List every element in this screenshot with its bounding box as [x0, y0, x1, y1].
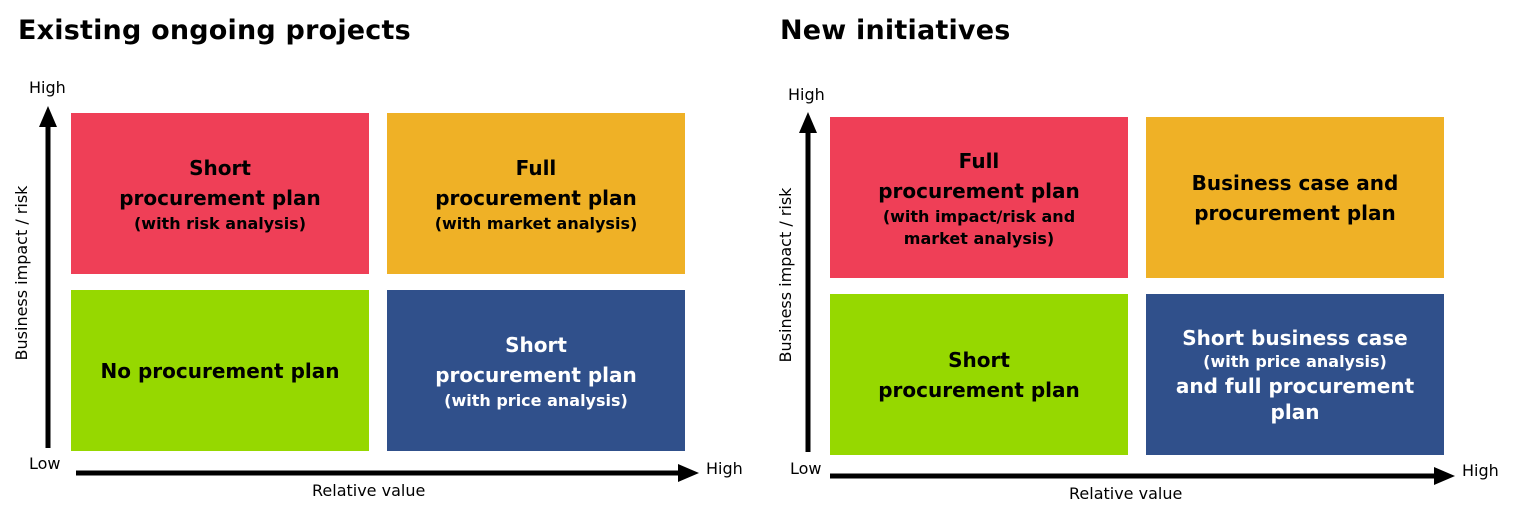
- quadrant-sub-text: (with market analysis): [434, 213, 638, 233]
- x-axis-arrowhead: [678, 464, 699, 482]
- y-low-label: Low: [29, 454, 61, 473]
- quadrant-main-text: Business case and procurement plan: [1191, 170, 1399, 225]
- quadrant-main-text: Short business case: [1182, 325, 1408, 350]
- quadrant-bottom-right: Short business case (with price analysis…: [1146, 294, 1444, 455]
- quadrant-top-right: Full procurement plan (with market analy…: [387, 113, 685, 274]
- quadrant-bottom-left: No procurement plan: [71, 290, 369, 451]
- quadrant-main-text: Short procurement plan: [878, 347, 1080, 402]
- x-high-label: High: [1462, 461, 1499, 480]
- quadrant-main-text: No procurement plan: [100, 358, 340, 383]
- y-high-label: High: [788, 85, 825, 104]
- panel-title: Existing ongoing projects: [18, 15, 411, 46]
- y-high-label: High: [29, 78, 66, 97]
- quadrant-top-left: Full procurement plan (with impact/risk …: [830, 117, 1128, 278]
- x-axis-arrowhead: [1434, 467, 1455, 485]
- y-axis-arrowhead: [39, 106, 57, 127]
- quadrant-main-text: Full procurement plan: [435, 155, 637, 210]
- quadrant-top-right: Business case and procurement plan: [1146, 117, 1444, 278]
- y-axis-title: Business impact / risk: [12, 185, 31, 361]
- quadrant-main-text: Short procurement plan: [435, 332, 637, 387]
- y-low-label: Low: [790, 459, 822, 478]
- quadrant-sub-text: (with price analysis): [1203, 351, 1387, 371]
- quadrant-main-text-2: and full procurement plan: [1175, 373, 1415, 424]
- y-axis-title: Business impact / risk: [776, 187, 795, 363]
- quadrant-bottom-right: Short procurement plan (with price analy…: [387, 290, 685, 451]
- quadrant-sub-text: (with impact/risk and market analysis): [882, 206, 1076, 248]
- quadrant-main-text: Short procurement plan: [119, 155, 321, 210]
- quadrant-top-left: Short procurement plan (with risk analys…: [71, 113, 369, 274]
- x-axis-title: Relative value: [312, 481, 426, 500]
- x-axis-title: Relative value: [1069, 484, 1183, 503]
- quadrant-bottom-left: Short procurement plan: [830, 294, 1128, 455]
- panel-existing-projects: Existing ongoing projects High Low High …: [0, 0, 760, 517]
- panel-new-initiatives: New initiatives High Low High Relative v…: [760, 0, 1520, 517]
- quadrant-main-text: Full procurement plan: [878, 148, 1080, 203]
- quadrant-sub-text: (with risk analysis): [133, 213, 307, 233]
- y-axis-arrowhead: [799, 112, 817, 133]
- panel-title: New initiatives: [780, 15, 1011, 46]
- axes: [39, 106, 699, 482]
- axes: [799, 112, 1455, 485]
- quadrant-sub-text: (with price analysis): [444, 390, 628, 410]
- x-high-label: High: [706, 459, 743, 478]
